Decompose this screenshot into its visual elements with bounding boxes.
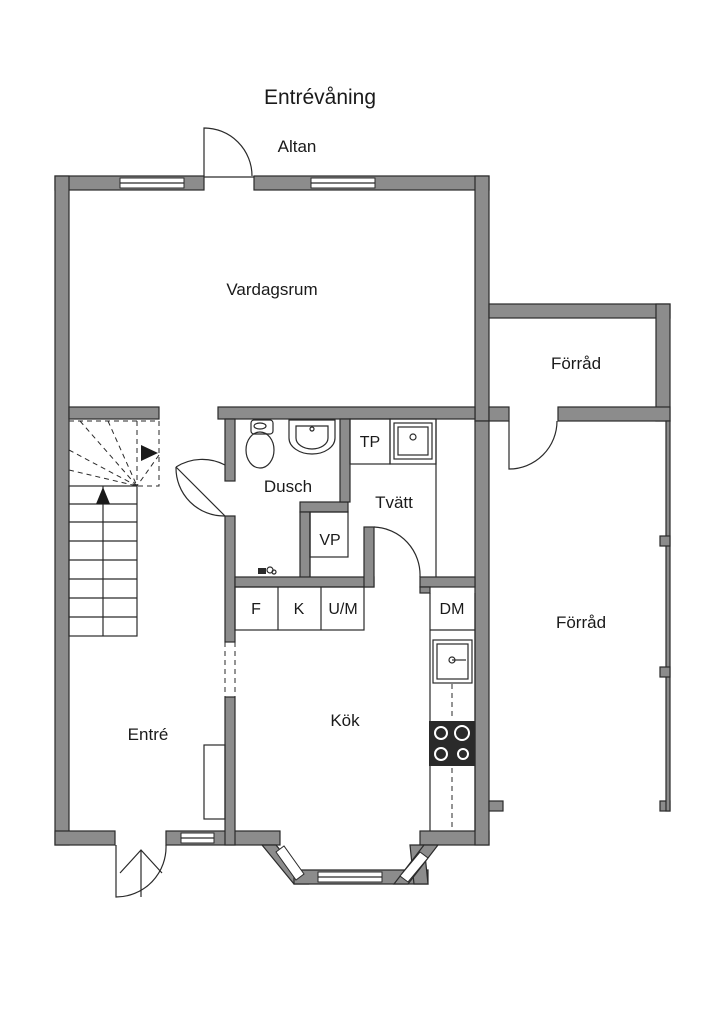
label-dusch: Dusch <box>264 477 312 496</box>
label-vardagsrum: Vardagsrum <box>226 280 317 299</box>
bathroom-fixtures <box>245 419 336 575</box>
windows <box>119 177 429 883</box>
interior-walls <box>68 406 476 846</box>
storage-walls <box>488 303 671 812</box>
staircase <box>68 420 160 637</box>
doors <box>115 127 558 898</box>
label-tp: TP <box>360 434 380 451</box>
laundry-sink-icon <box>393 422 433 460</box>
label-vp: VP <box>319 532 340 549</box>
plan-title: Entrévåning <box>264 86 376 109</box>
label-entre: Entré <box>128 725 169 744</box>
toilet-icon <box>250 419 274 435</box>
exterior-walls <box>54 175 671 846</box>
label-forrad-top: Förråd <box>551 354 601 373</box>
label-um: U/M <box>328 601 357 618</box>
room-labels: Entrévåning Altan Vardagsrum Förråd Förr… <box>128 86 606 744</box>
label-k: K <box>294 601 305 618</box>
shower-faucet-icon <box>258 568 266 574</box>
entrance-details <box>203 642 236 820</box>
label-kok: Kök <box>330 711 360 730</box>
label-tvatt: Tvätt <box>375 493 413 512</box>
bathroom-sink-icon <box>288 419 336 455</box>
label-f: F <box>251 601 261 618</box>
kitchen-fixtures <box>234 586 476 831</box>
stair-arrow-up-icon <box>96 487 110 504</box>
label-altan: Altan <box>278 137 317 156</box>
laundry-fixtures <box>309 418 437 577</box>
label-forrad-large: Förråd <box>556 613 606 632</box>
label-dm: DM <box>440 601 465 618</box>
kitchen-sink-icon <box>432 639 473 684</box>
stove-icon <box>429 721 475 766</box>
stair-arrow-right-icon <box>141 445 158 461</box>
